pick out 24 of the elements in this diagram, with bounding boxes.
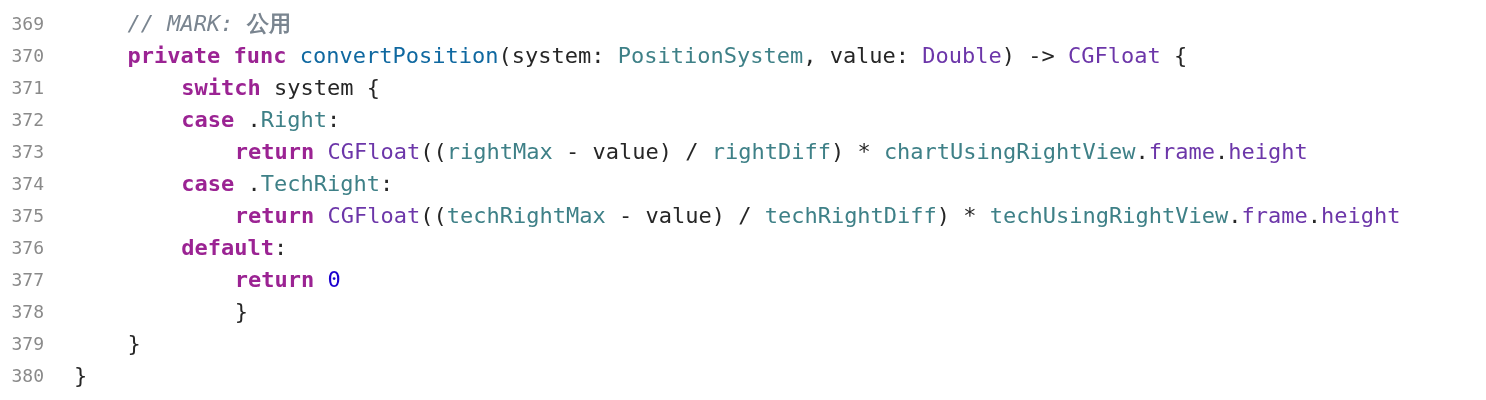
code-line: case .TechRight: (181, 170, 394, 198)
line-number: 380 (11, 364, 44, 388)
line-number: 369 (11, 12, 44, 36)
line-number: 372 (11, 108, 44, 132)
code-line: switch system { (181, 74, 380, 102)
code-line: case .Right: (181, 106, 341, 134)
code-line: return 0 (234, 266, 341, 294)
line-number: 378 (11, 300, 44, 324)
line-number: 376 (11, 236, 44, 260)
code-line: default: (181, 234, 288, 262)
line-number: 375 (11, 204, 44, 228)
code-line: } (127, 330, 141, 358)
line-number: 373 (11, 140, 44, 164)
line-number: 379 (11, 332, 44, 356)
code-line: private func convertPosition(system: PositionSystem, value: Double) -> CGFloat { (127, 42, 1188, 70)
code-line: return CGFloat((techRightMax - value) / techRightDiff) * techUsingRightView.frame.height (234, 202, 1401, 230)
line-number: 374 (11, 172, 44, 196)
line-number: 371 (11, 76, 44, 100)
code-line: } (234, 298, 249, 326)
code-comment: // MARK: 公用 (127, 10, 291, 38)
code-line: return CGFloat((rightMax - value) / rightDiff) * chartUsingRightView.frame.height (234, 138, 1308, 166)
code-line: } (74, 362, 88, 390)
line-number: 370 (11, 44, 44, 68)
line-number: 377 (11, 268, 44, 292)
